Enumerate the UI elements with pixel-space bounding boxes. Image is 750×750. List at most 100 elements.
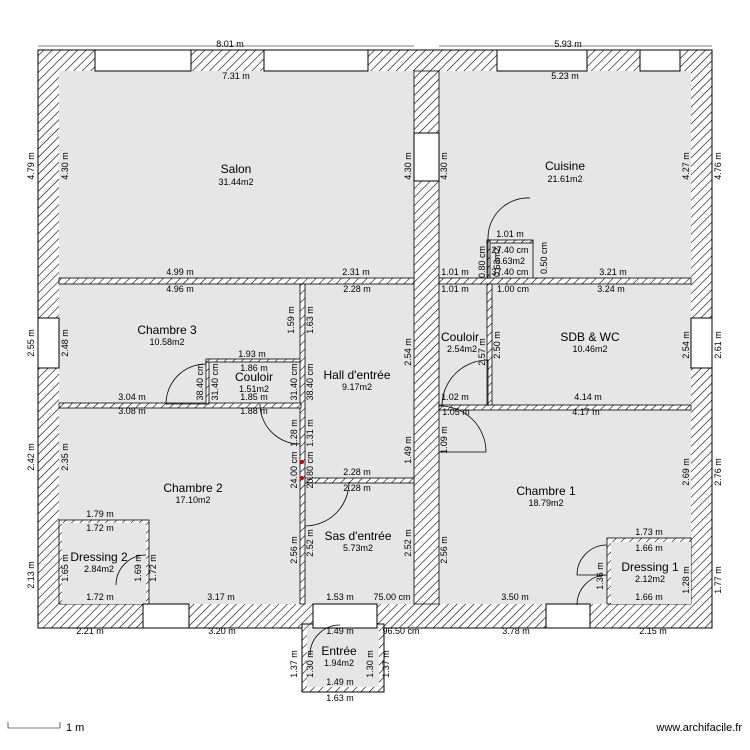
dim-cuisine-left: 4.30 m [439,152,449,180]
window-ch3 [37,317,60,369]
door-ch1 [438,405,487,453]
dim-bot-b: 3.20 m [208,626,236,636]
dim-hall-h2: 1.49 m [403,436,413,464]
room-area-chambre1: 18.79m2 [528,498,563,508]
dim-d2-top-b: 1.72 m [86,523,114,533]
room-label-chambre3: Chambre 3 [137,323,197,337]
room-chambre3 [59,284,301,404]
dim-couloir2-h-a: 2.57 m [477,338,487,366]
dim-couloir2-bottom: 1.02 m [441,392,469,402]
door-sas [304,481,350,527]
room-label-sas: Sas d'entrée [324,529,391,543]
dim-left-top-inner: 4.30 m [60,152,70,180]
dim-sas-bottom-a: 1.53 m [326,592,354,602]
dim-sas-top: 2.28 m [343,483,371,493]
room-area-hall: 9.17m2 [342,382,372,392]
dim-d2-h-c: 1.72 m [148,554,158,582]
dim-d1-top-a: 1.73 m [635,527,663,537]
marker-b [300,476,304,480]
dim-salon-bottom-b: 2.31 m [342,267,370,277]
room-area-chambre2: 17.10m2 [175,495,210,505]
dim-entree-bottom-in: 1.49 m [326,677,354,687]
wall-ch3-bottom [58,402,302,409]
window-sdb [690,317,713,369]
dim-bot-d: 96.50 cm [382,626,419,636]
dim-ch1-right: 2.69 m [681,458,691,486]
dim-d1-top-b: 1.66 m [635,543,663,553]
wall-sdb-bottom [438,404,692,411]
dim-ch3-bottom: 3.04 m [118,392,146,402]
dim-entree-h-a: 1.37 m [289,650,299,678]
dim-bot-c: 1.49 m [326,626,354,636]
dim-hall-top: 2.28 m [343,284,371,294]
dim-placard-h1: 0.80 cm [477,246,487,278]
dim-left-top-outer: 4.79 m [26,152,36,180]
scale-bar [7,722,61,729]
watermark: www.archifacile.fr [655,722,742,734]
dim-bot-e: 3.78 m [502,626,530,636]
dim-salon-right: 4.30 m [403,152,413,180]
door-dressing1 [576,544,608,606]
room-label-entree: Entrée [321,644,357,658]
dim-d1-bottom: 1.66 m [635,592,663,602]
dim-top-right-inner: 5.23 m [551,71,579,81]
dim-ch2-top: 3.08 m [118,406,146,416]
dim-cuisine-bottom-b: 3.21 m [599,267,627,277]
dim-left-low-inner: 2.35 m [60,443,70,471]
dim-bot-a: 2.21 m [76,626,104,636]
room-area-couloir2: 2.54m2 [447,344,477,354]
dim-entree-h-d: 1.37 m [381,650,391,678]
dim-ch1-h: 2.56 m [439,536,449,564]
room-salon [59,71,414,278]
dim-bot-f: 2.15 m [639,626,667,636]
dim-right-mid-outer: 2.61 m [713,331,723,359]
window-salon2 [263,49,369,72]
dim-cuisine-right: 4.27 m [681,152,691,180]
dim-corr-c: 24.00 cm [289,451,299,488]
dim-couloir1-top: 1.93 m [238,349,266,359]
room-label-dressing2: Dressing 2 [70,550,128,564]
dim-sdb-top-a: 1.00 cm [497,284,529,294]
room-sas [305,482,414,604]
room-dressing1 [611,542,691,604]
dim-hall-h: 2.54 m [403,338,413,366]
dim-corr-a: 1.28 m [289,419,299,447]
dim-ch1-top-a: 1.05 m [442,407,470,417]
room-label-chambre1: Chambre 1 [516,484,576,498]
vertical-dimensions: 4.79 m 4.30 m 4.30 m 4.30 m 4.27 m 4.76 … [26,152,723,678]
dim-sas-h-a: 2.56 m [289,536,299,564]
door-hall [259,403,301,445]
dim-ch3-h-b: 1.63 m [305,306,315,334]
dim-entree-h-c: 1.30 m [365,650,375,678]
dim-ch1-door-h: 1.09 m [439,426,449,454]
door-ch3 [165,363,207,405]
dim-cuisine-bottom-a: 1.01 m [441,267,469,277]
wall-couloir1 [205,359,210,405]
wall-salon-cuisine-gap [413,132,440,182]
dim-left-low-outer: 2.42 m [26,443,36,471]
dim-sdb-h: 2.54 m [681,331,691,359]
wall-salon-bottom [58,277,415,285]
dim-ch1-top-b: 4.17 m [572,407,600,417]
room-label-chambre2: Chambre 2 [163,481,223,495]
room-label-couloir1: Couloir [235,370,273,384]
dim-placard-h3: 0.63m2 [492,247,502,277]
room-label-cuisine: Cuisine [545,159,585,173]
room-area-dressing1: 2.12m2 [635,574,665,584]
window-ch1 [545,603,591,629]
dim-ch3-top: 4.96 m [166,284,194,294]
room-area-placard: 0.63m2 [495,256,525,266]
dim-d1-h-a: 1.36 m [595,562,605,590]
dim-right-low-outer: 2.76 m [713,458,723,486]
dim-d2-top-a: 1.79 m [86,509,114,519]
room-area-sdb: 10.46m2 [572,344,607,354]
dim-d2-h-b: 1.69 m [133,554,143,582]
room-area-chambre3: 10.58m2 [149,337,184,347]
dim-couloir1-h-b: 31.40 cm [210,363,220,400]
door-cuisine [487,197,531,278]
dim-ch1-bottom: 3.50 m [501,592,529,602]
dim-ch3-h-a: 1.59 m [286,306,296,334]
dim-couloir1-bottom-b: 1.88 m [240,406,268,416]
dim-couloir1-top-in: 1.86 m [240,363,268,373]
